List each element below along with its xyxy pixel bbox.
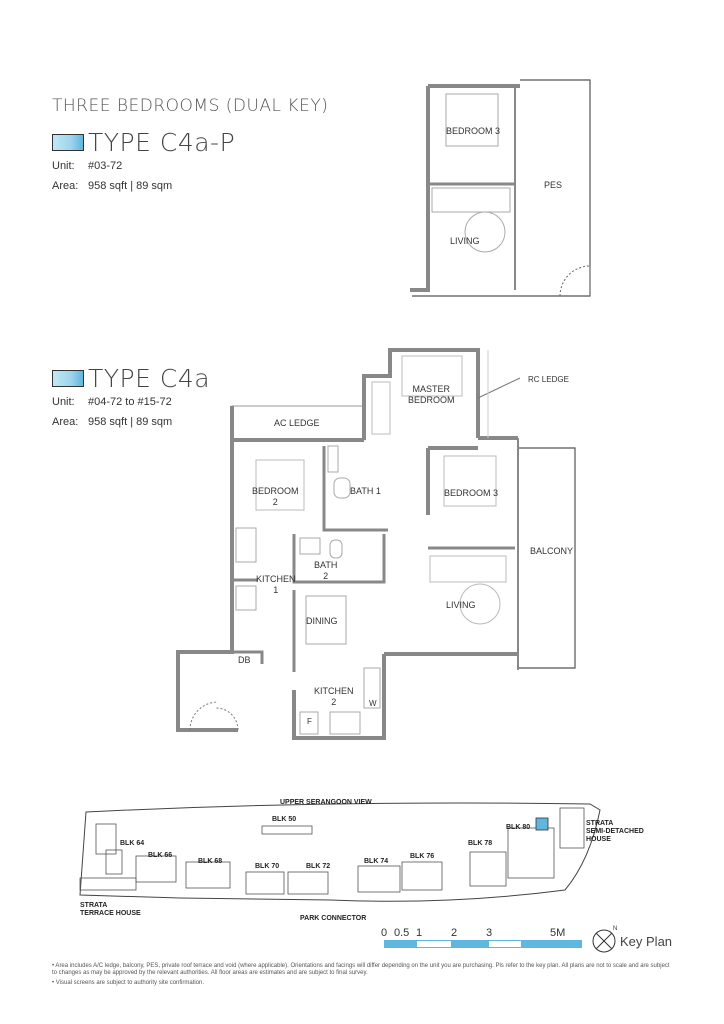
key-plan-label: Key Plan (620, 934, 673, 949)
unit-value: #04-72 to #15-72 (88, 396, 172, 408)
kitchen2-line2: 2 (331, 697, 337, 707)
blk-76-label: BLK 76 (410, 853, 435, 860)
type-c4a-color-swatch (52, 370, 84, 387)
bath1-label: BATH 1 (350, 486, 381, 496)
key-plan-highlight-unit (535, 817, 549, 831)
strata-semi-line2: SEMI-DETACHED (586, 828, 644, 835)
scale-seg-4 (488, 940, 522, 948)
unit-label: Unit: (52, 160, 75, 172)
scale-seg-1 (384, 940, 416, 948)
scale-seg-2 (416, 940, 452, 948)
blk-78-label: BLK 78 (468, 840, 493, 847)
scale-label-2: 2 (451, 927, 458, 939)
washer-label: W (369, 699, 377, 708)
type-c4a-unit: Unit: #04-72 to #15-72 (52, 396, 172, 408)
scale-label-3: 3 (486, 927, 493, 939)
db-label: DB (238, 655, 251, 665)
blk-80-label: BLK 80 (506, 824, 531, 831)
blk-64-label: BLK 64 (120, 840, 145, 847)
bath2-line2: 2 (323, 571, 329, 581)
type-c4a-p-title: TYPE C4a-P (88, 128, 236, 157)
bedroom2-label: BEDROOM 2 (252, 486, 299, 508)
c4a-p-bedroom3-label: BEDROOM 3 (446, 126, 501, 136)
footnote-2: • Visual screens are subject to authorit… (52, 980, 205, 986)
unit-value: #03-72 (88, 160, 123, 172)
strata-terrace-line2: TERRACE HOUSE (80, 910, 141, 917)
type-c4a-p-unit: Unit: #03-72 (52, 160, 122, 172)
blk-50-label: BLK 50 (272, 816, 297, 823)
master-bedroom-label: MASTER BEDROOM (408, 384, 455, 406)
scale-label-5m: 5M (550, 927, 566, 939)
blk-74-label: BLK 74 (364, 858, 389, 865)
kitchen1-label: KITCHEN 1 (256, 574, 296, 596)
area-label: Area: (52, 416, 79, 428)
kitchen2-line1: KITCHEN (314, 686, 354, 696)
kitchen2-label: KITCHEN 2 (314, 686, 354, 708)
type-c4a-p-color-swatch (52, 134, 84, 151)
plan-c4a-p (410, 79, 591, 297)
ac-ledge-label: AC LEDGE (274, 418, 320, 428)
bedroom2-line2: 2 (272, 497, 278, 507)
c4a-bedroom3-label: BEDROOM 3 (444, 488, 499, 498)
scale-label-1: 1 (416, 927, 423, 939)
page-title: THREE BEDROOMS (DUAL KEY) (52, 96, 329, 116)
dining-label: DINING (306, 616, 338, 626)
svg-text:N: N (613, 926, 617, 932)
master-bedroom-line1: MASTER (412, 384, 451, 394)
strata-semi-label: STRATA SEMI-DETACHED HOUSE (586, 820, 644, 844)
c4a-p-living-label: LIVING (450, 236, 480, 246)
scale-seg-3 (452, 940, 488, 948)
blk-72-label: BLK 72 (306, 863, 331, 870)
type-c4a-p-area: Area: 958 sqft | 89 sqm (52, 180, 172, 192)
blk-66-label: BLK 66 (148, 852, 173, 859)
scale-seg-5 (522, 940, 582, 948)
balcony-label: BALCONY (530, 546, 574, 556)
strata-terrace-line1: STRATA (80, 902, 108, 909)
scale-label-0-5: 0.5 (394, 927, 410, 939)
bedroom2-line1: BEDROOM (252, 486, 299, 496)
type-c4a-area: Area: 958 sqft | 89 sqm (52, 416, 172, 428)
footnote-1: • Area includes A/C ledge, balcony, PES,… (52, 963, 670, 976)
blk-70-label: BLK 70 (255, 863, 280, 870)
unit-label: Unit: (52, 396, 75, 408)
blk-68-label: BLK 68 (198, 858, 223, 865)
area-value: 958 sqft | 89 sqm (88, 180, 173, 192)
fridge-label: F (307, 717, 312, 726)
kitchen1-line2: 1 (273, 585, 279, 595)
plan-c4a (176, 348, 576, 740)
bath2-line1: BATH (314, 560, 338, 570)
upper-serangoon-view-label: UPPER SERANGOON VIEW (280, 799, 372, 806)
strata-semi-line3: HOUSE (586, 836, 611, 843)
strata-semi-line1: STRATA (586, 820, 614, 827)
area-value: 958 sqft | 89 sqm (88, 416, 173, 428)
type-c4a-title: TYPE C4a (88, 364, 211, 393)
park-connector-label: PARK CONNECTOR (300, 915, 367, 922)
bath2-label: BATH 2 (314, 560, 337, 582)
kitchen1-line1: KITCHEN (256, 574, 296, 584)
master-bedroom-line2: BEDROOM (408, 395, 455, 405)
strata-terrace-label: STRATA TERRACE HOUSE (80, 902, 141, 918)
c4a-living-label: LIVING (446, 600, 476, 610)
c4a-p-pes-label: PES (544, 180, 563, 190)
scale-label-0: 0 (381, 927, 388, 939)
area-label: Area: (52, 180, 79, 192)
rc-ledge-label: RC LEDGE (528, 375, 569, 384)
